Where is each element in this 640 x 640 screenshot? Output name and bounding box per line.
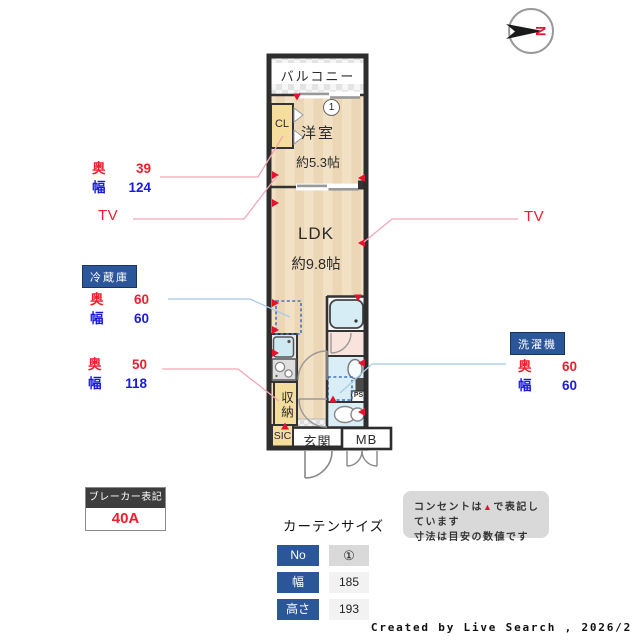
ldk-size: 約9.8帖 — [291, 257, 341, 273]
balcony-label: バルコニー — [280, 69, 356, 84]
western-room-size: 約5.3帖 — [295, 155, 341, 170]
breaker-value: 40A — [111, 510, 140, 527]
note-line-1: コンセントは▲で表記しています — [414, 502, 540, 528]
tv-left-label: TV — [98, 207, 119, 224]
shoe-closet-label: SIC — [273, 430, 292, 442]
closet-door-icon — [293, 128, 304, 146]
entrance-area — [293, 428, 342, 448]
compass-north-label: N — [533, 26, 549, 36]
legend-note: コンセントは▲で表記しています 寸法は目安の数値です — [403, 491, 549, 543]
closet-label: CL — [274, 118, 290, 130]
curtain-marker-1: 1 — [323, 99, 340, 116]
outlet-triangle-icon: ▲ — [483, 502, 494, 512]
breaker-box: ブレーカー表記 40A — [85, 487, 166, 531]
curtain-row-value: 193 — [329, 599, 369, 620]
outlet-markers — [272, 93, 365, 430]
bathtub — [329, 299, 364, 329]
pipe-space-label: PS — [353, 392, 364, 399]
curtain-row-label: No — [277, 545, 319, 566]
curtain-size-title: カーテンサイズ — [283, 519, 385, 534]
sliding-door — [296, 180, 367, 191]
meter-box-doors — [346, 450, 378, 467]
dressing-area — [327, 331, 366, 356]
closet-door-icon — [293, 106, 304, 124]
meter-box — [340, 426, 393, 451]
washer-badge: 洗濯機 — [510, 332, 565, 355]
pipe-shaft — [355, 378, 365, 391]
tv-right-label: TV — [524, 208, 545, 225]
refrigerator-badge: 冷蔵庫 — [82, 265, 137, 288]
western-room-label: 洋室 — [300, 125, 335, 142]
leader-lines — [133, 135, 518, 402]
compass-icon: N — [506, 8, 554, 54]
storage-label: 収納 — [279, 390, 293, 420]
entrance-label: 玄関 — [303, 434, 332, 449]
kitchen-counter — [270, 333, 298, 383]
balcony-window — [298, 91, 360, 99]
refrigerator-space — [275, 300, 302, 335]
curtain-row-value: 185 — [329, 572, 369, 593]
door-swings — [297, 332, 352, 428]
outer-wall — [266, 53, 369, 451]
meter-box-label: MB — [355, 432, 378, 447]
entrance-door — [304, 450, 333, 479]
credit-text: Created by Live Search , 2026/2 — [370, 621, 632, 634]
curtain-row-value: ① — [329, 545, 369, 566]
curtain-row-label: 高さ — [277, 599, 319, 620]
curtain-row-label: 幅 — [277, 572, 319, 593]
washbasin — [347, 358, 363, 380]
note-line-2: 寸法は目安の数値です — [414, 532, 529, 543]
breaker-title: ブレーカー表記 — [86, 488, 165, 508]
ldk-label: LDK — [297, 224, 335, 243]
